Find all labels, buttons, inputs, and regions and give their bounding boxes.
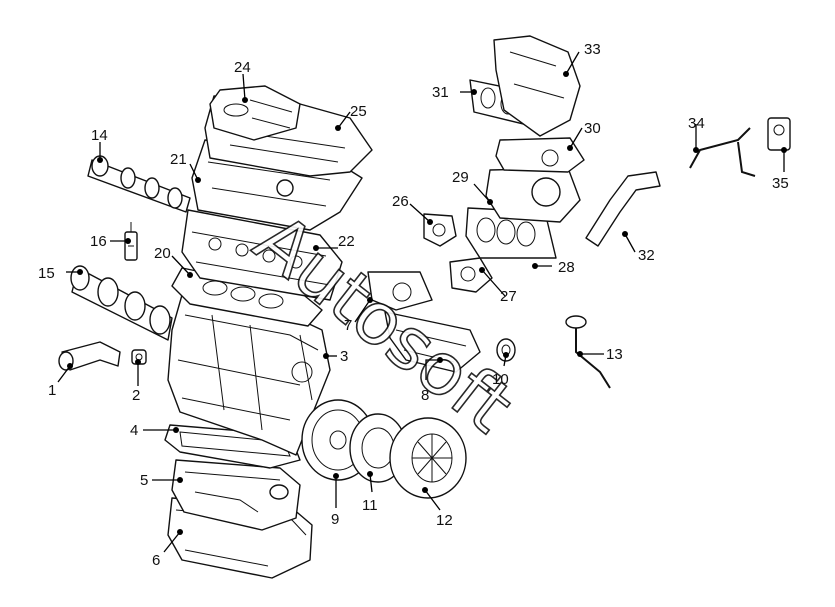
callout-11[interactable]: 11 [362,497,378,514]
part-pipe-bracket[interactable] [689,127,756,177]
callout-22[interactable]: 22 [338,233,355,250]
leader-dots [67,71,787,535]
callout-21[interactable]: 21 [170,151,187,168]
callout-35[interactable]: 35 [772,175,789,192]
callout-32[interactable]: 32 [638,247,655,264]
callout-14[interactable]: 14 [91,127,108,144]
callout-1[interactable]: 1 [48,382,56,399]
leader-lines [57,51,785,553]
callout-28[interactable]: 28 [558,259,575,276]
callout-27[interactable]: 27 [500,288,517,305]
part-thermostat-housing[interactable] [423,213,457,247]
callout-16[interactable]: 16 [90,233,107,250]
callout-20[interactable]: 20 [154,245,171,262]
part-top-cover[interactable] [209,85,301,141]
part-exhaust-manifold[interactable] [384,311,481,373]
part-valve[interactable] [767,117,791,151]
callout-12[interactable]: 12 [436,512,453,529]
part-intake-manifold-upper[interactable] [493,35,581,137]
callout-30[interactable]: 30 [584,120,601,137]
callout-33[interactable]: 33 [584,41,601,58]
part-dipstick-tube[interactable] [565,315,611,389]
part-engine-block[interactable] [167,294,331,456]
callout-25[interactable]: 25 [350,103,367,120]
callout-3[interactable]: 3 [340,348,348,365]
callout-26[interactable]: 26 [392,193,409,210]
part-pressure-plate[interactable] [389,417,467,499]
callout-labels: 1 2 3 4 5 6 7 8 9 10 11 12 13 14 15 16 2… [38,41,789,569]
part-exhaust-gasket[interactable] [496,338,516,362]
callout-29[interactable]: 29 [452,169,469,186]
callout-24[interactable]: 24 [234,59,251,76]
part-throttle-body[interactable] [495,137,585,173]
part-exhaust-flange[interactable] [367,271,433,311]
part-hose[interactable] [585,171,661,247]
part-camshaft[interactable] [87,155,191,213]
callout-15[interactable]: 15 [38,265,55,282]
callout-2[interactable]: 2 [132,387,140,404]
callout-31[interactable]: 31 [432,84,449,101]
callout-34[interactable]: 34 [688,115,705,132]
callout-7[interactable]: 7 [344,317,352,334]
callout-5[interactable]: 5 [140,472,148,489]
callout-4[interactable]: 4 [130,422,138,439]
callout-9[interactable]: 9 [331,511,339,528]
callout-8[interactable]: 8 [421,387,429,404]
callout-6[interactable]: 6 [152,552,160,569]
part-crankshaft[interactable] [70,265,173,341]
callout-13[interactable]: 13 [606,346,623,363]
part-water-outlet[interactable] [449,257,493,293]
part-oil-baffle[interactable] [171,459,301,531]
part-intake-manifold-lower[interactable] [485,167,581,223]
callout-10[interactable]: 10 [492,371,509,388]
part-cylinder-head[interactable] [181,209,343,301]
